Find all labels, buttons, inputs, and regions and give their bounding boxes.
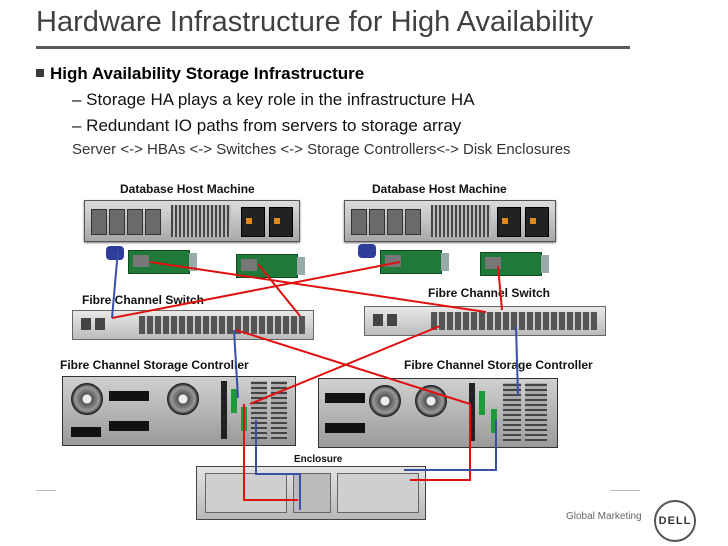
controller-right-label: Fibre Channel Storage Controller: [402, 358, 595, 372]
io-slot: [109, 391, 149, 401]
status-led-strip: [479, 391, 485, 415]
fan-icon: [369, 385, 401, 417]
drive-bay: [387, 209, 403, 235]
host-left-label: Database Host Machine: [118, 182, 257, 196]
mgmt-port: [95, 318, 105, 330]
controller-left-label: Fibre Channel Storage Controller: [58, 358, 251, 372]
io-path-description: Server <-> HBAs <-> Switches <-> Storage…: [72, 141, 571, 158]
main-bullet: High Availability Storage Infrastructure: [36, 64, 364, 84]
red-cable: [257, 263, 301, 317]
mgmt-port: [81, 318, 91, 330]
square-bullet-icon: [36, 69, 44, 77]
status-led-strip: [231, 389, 237, 413]
blue-cable: [404, 420, 497, 471]
red-cable: [243, 404, 298, 501]
hba-card-right-2: [480, 252, 549, 276]
main-bullet-text: High Availability Storage Infrastructure: [50, 64, 365, 83]
power-supply: [269, 207, 293, 237]
io-slot: [71, 427, 101, 437]
io-slot: [325, 423, 365, 433]
drive-slots: [503, 383, 521, 441]
red-cable: [410, 404, 471, 481]
blue-cable: [255, 420, 301, 510]
blue-cable: [233, 329, 239, 399]
dell-logo-icon: DELL: [654, 500, 696, 542]
vent-grille: [431, 205, 491, 237]
controller-blade: [469, 383, 475, 441]
drive-bay: [405, 209, 421, 235]
fan-icon: [415, 385, 447, 417]
switch-right-label: Fibre Channel Switch: [426, 286, 553, 300]
drive-bay: [369, 209, 385, 235]
drive-bay: [109, 209, 125, 235]
mgmt-port: [373, 314, 383, 326]
drive-bay: [145, 209, 161, 235]
vent-grille: [171, 205, 231, 237]
status-led-strip: [491, 409, 497, 433]
drive-slots: [271, 381, 287, 439]
enclosure-label: Enclosure: [292, 454, 345, 465]
hba-cable: [106, 246, 124, 260]
red-cable: [111, 261, 401, 319]
mgmt-port: [387, 314, 397, 326]
switch-ports: [431, 312, 597, 330]
storage-controller-right: [318, 378, 558, 448]
hba-card-right-1: [380, 250, 449, 274]
footer-rule-right: [610, 490, 640, 491]
host-left-server: [84, 200, 300, 242]
title-underline: [36, 46, 630, 49]
io-slot: [109, 421, 149, 431]
drive-bay: [91, 209, 107, 235]
hba-cable: [358, 244, 376, 258]
power-supply: [525, 207, 549, 237]
drive-bay: [127, 209, 143, 235]
blue-cable: [515, 325, 519, 397]
sub-bullet-storage-ha: – Storage HA plays a key role in the inf…: [72, 90, 475, 109]
drive-slots: [525, 383, 547, 441]
sub-bullet-redundant-io: – Redundant IO paths from servers to sto…: [72, 116, 462, 135]
footer-text: Global Marketing: [566, 511, 642, 522]
drive-bay: [351, 209, 367, 235]
host-right-server: [344, 200, 556, 242]
blue-cable: [111, 249, 119, 319]
red-cable: [149, 261, 487, 313]
red-cable: [497, 265, 503, 311]
io-slot: [325, 393, 365, 403]
enclosure-module: [205, 473, 287, 513]
hba-card-left-1: [128, 250, 197, 274]
switch-ports: [139, 316, 305, 334]
slide-title: Hardware Infrastructure for High Availab…: [36, 6, 594, 38]
red-cable: [249, 325, 441, 405]
footer-rule-left: [36, 490, 56, 491]
controller-blade: [221, 381, 227, 439]
fan-icon: [167, 383, 199, 415]
enclosure-module: [337, 473, 419, 513]
power-supply: [497, 207, 521, 237]
power-supply: [241, 207, 265, 237]
host-right-label: Database Host Machine: [370, 182, 509, 196]
fan-icon: [71, 383, 103, 415]
red-cable: [235, 329, 471, 405]
